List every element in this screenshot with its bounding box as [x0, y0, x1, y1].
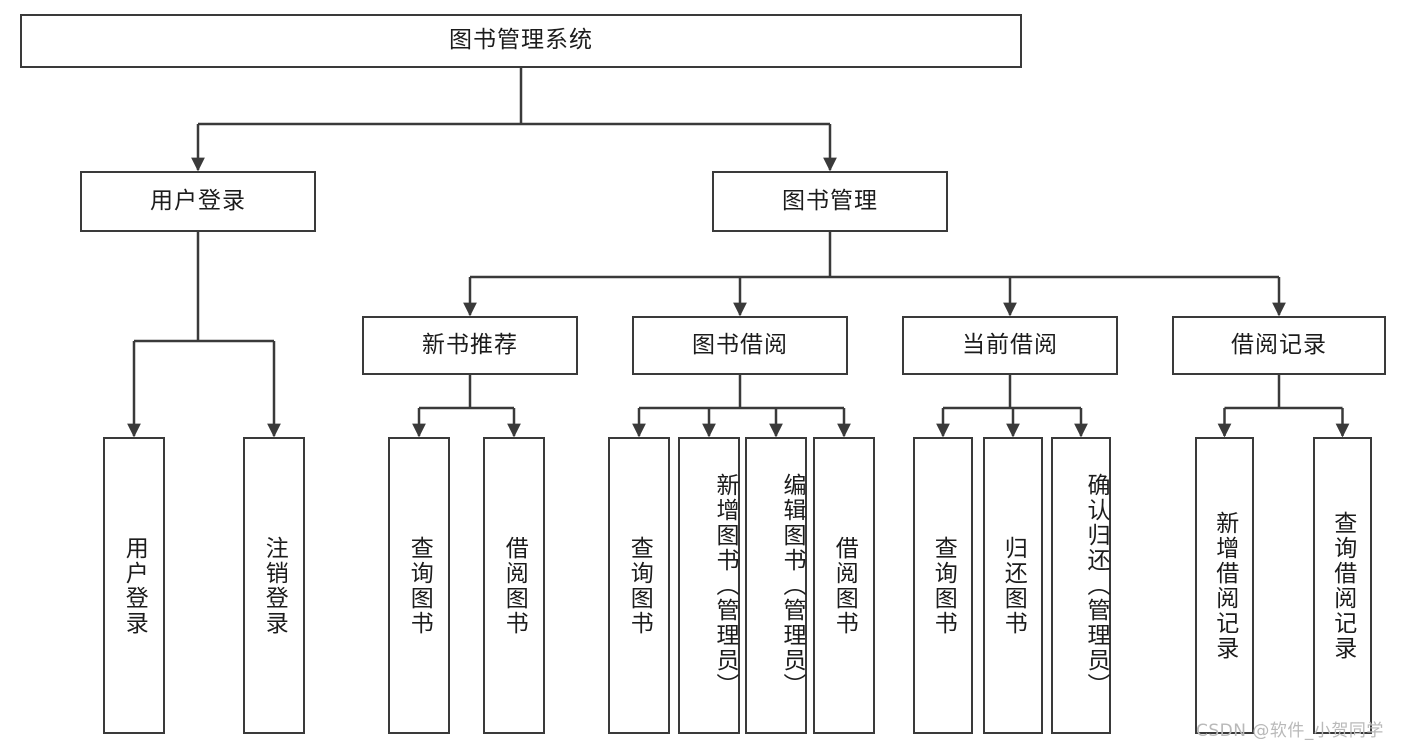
node-leaf-query-1[interactable]: 查询图书	[388, 437, 450, 734]
node-leaf-query-3[interactable]: 查询图书	[913, 437, 973, 734]
node-leaf-query-2[interactable]: 查询图书	[608, 437, 670, 734]
connector-bus-borrow-record	[1224, 375, 1343, 410]
node-borrow-record[interactable]: 借阅记录	[1172, 316, 1386, 375]
node-new-book-rec[interactable]: 新书推荐	[362, 316, 578, 375]
node-leaf-add-record[interactable]: 新增借阅记录	[1195, 437, 1254, 734]
connector-bus-current-borrow	[943, 375, 1081, 410]
node-book-manage[interactable]: 图书管理	[712, 171, 948, 232]
node-leaf-borrow-1[interactable]: 借阅图书	[483, 437, 545, 734]
node-leaf-add-book[interactable]: 新增图书（管理员）	[678, 437, 740, 734]
connector-bus-book-manage	[470, 232, 1279, 279]
node-user-login[interactable]: 用户登录	[80, 171, 316, 232]
node-leaf-qry-record[interactable]: 查询借阅记录	[1313, 437, 1372, 734]
node-leaf-logout[interactable]: 注销登录	[243, 437, 305, 734]
node-leaf-edit-book[interactable]: 编辑图书（管理员）	[745, 437, 807, 734]
connector-bus-root	[198, 68, 830, 126]
node-leaf-borrow-2[interactable]: 借阅图书	[813, 437, 875, 734]
node-leaf-confirm[interactable]: 确认归还（管理员）	[1051, 437, 1111, 734]
node-root[interactable]: 图书管理系统	[20, 14, 1022, 68]
connector-bus-user-login	[134, 232, 274, 343]
connector-bus-book-borrow	[639, 375, 844, 410]
node-leaf-user-login[interactable]: 用户登录	[103, 437, 165, 734]
node-current-borrow[interactable]: 当前借阅	[902, 316, 1118, 375]
connector-bus-new-book-rec	[419, 375, 514, 410]
node-leaf-return[interactable]: 归还图书	[983, 437, 1043, 734]
node-book-borrow[interactable]: 图书借阅	[632, 316, 848, 375]
